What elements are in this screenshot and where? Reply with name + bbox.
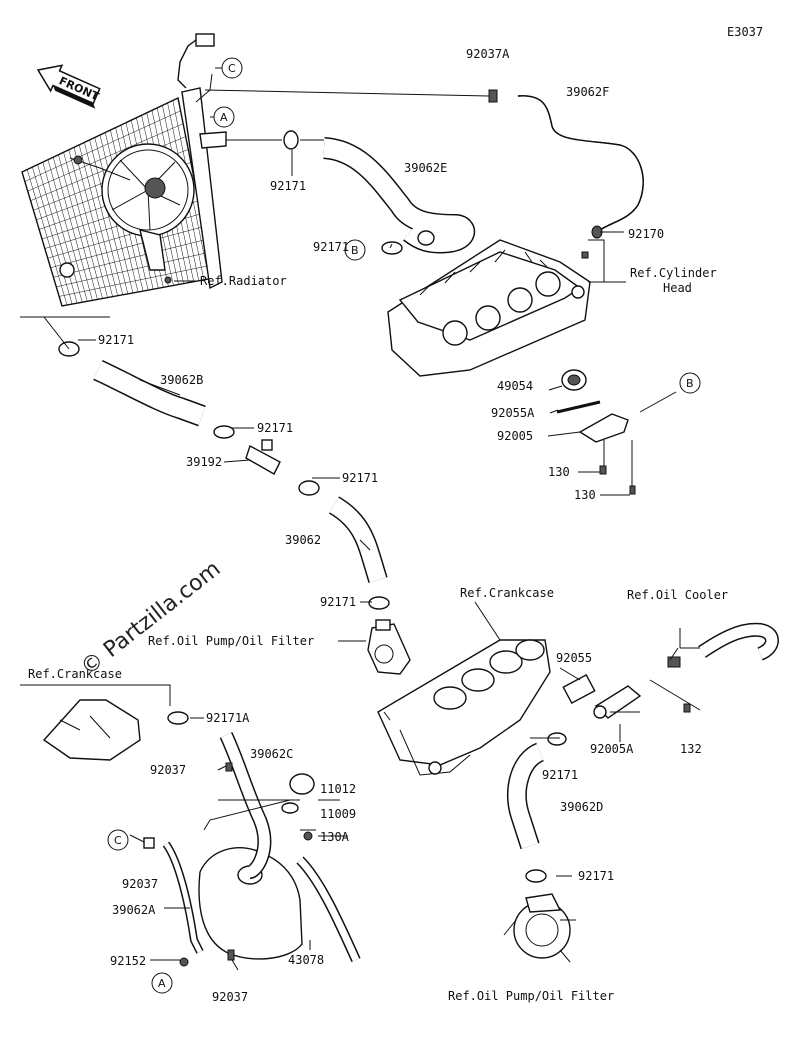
label-ref-radiator: Ref.Radiator <box>200 274 287 288</box>
label-92171-6: 92171 <box>320 595 356 609</box>
label-130-2: 130 <box>574 488 596 502</box>
leader-lines <box>20 67 701 971</box>
cylinder-head <box>387 239 591 377</box>
diagram-code: E3037 <box>727 25 763 39</box>
label-92171-7: 92171 <box>542 768 578 782</box>
label-92037-1: 92037 <box>150 763 186 777</box>
label-92171-5: 92171 <box>342 471 378 485</box>
label-92171-1: 92171 <box>270 179 306 193</box>
callout-b-left: B <box>351 244 359 257</box>
clamps-upper <box>381 225 603 255</box>
label-92171-4: 92171 <box>257 421 293 435</box>
hose-39062b <box>58 341 235 439</box>
label-39062c: 39062C <box>250 747 293 761</box>
label-ref-crankcase-2: Ref.Crankcase <box>28 667 122 681</box>
label-130a: 130A <box>320 830 350 844</box>
crankcase-left <box>42 699 189 761</box>
label-ref-cylinder-head-1: Ref.Cylinder <box>630 266 717 280</box>
hose-39062e <box>226 130 476 254</box>
thermostat <box>556 369 636 495</box>
label-92171-2: 92171 <box>313 240 349 254</box>
label-39062f: 39062F <box>566 85 609 99</box>
label-ref-oil-pump-2: Ref.Oil Pump/Oil Filter <box>448 989 614 1003</box>
label-ref-cylinder-head-2: Head <box>663 281 692 295</box>
reservoir-tank <box>143 731 361 967</box>
callout-markers: C A B B C A <box>107 57 701 994</box>
label-11009: 11009 <box>320 807 356 821</box>
callout-b-right: B <box>686 377 694 390</box>
label-39062e: 39062E <box>404 161 447 175</box>
callout-a-bottom: A <box>158 977 166 990</box>
label-39062b: 39062B <box>160 373 203 387</box>
callout-c-top: C <box>228 62 236 75</box>
hose-39062f <box>204 89 644 231</box>
front-arrow-icon: FRONT <box>36 64 101 109</box>
label-39062a: 39062A <box>112 903 156 917</box>
water-pump-lower <box>503 893 571 963</box>
water-pump-upper <box>367 619 411 675</box>
callout-a-top: A <box>220 111 228 124</box>
label-132: 132 <box>680 742 702 756</box>
label-92005a: 92005A <box>590 742 634 756</box>
label-43078: 43078 <box>288 953 324 967</box>
label-92170: 92170 <box>628 227 664 241</box>
joint-39192 <box>245 439 320 496</box>
part-labels: 92037A 39062F 92171 39062E 92171 92170 R… <box>28 47 728 1004</box>
label-49054: 49054 <box>497 379 533 393</box>
hose-39062 <box>328 496 390 610</box>
watermark: © Partzilla.com <box>76 557 225 681</box>
label-130-1: 130 <box>548 465 570 479</box>
label-92171-3: 92171 <box>98 333 134 347</box>
label-92152: 92152 <box>110 954 146 968</box>
label-ref-oil-cooler: Ref.Oil Cooler <box>627 588 728 602</box>
label-92037-2: 92037 <box>122 877 158 891</box>
label-92055: 92055 <box>556 651 592 665</box>
callout-c-bottom: C <box>114 834 122 847</box>
label-92005: 92005 <box>497 429 533 443</box>
radiator <box>21 33 227 307</box>
hose-39062d <box>506 732 567 883</box>
oil-cooler-connection <box>562 622 779 719</box>
label-39062: 39062 <box>285 533 321 547</box>
label-92171-8: 92171 <box>578 869 614 883</box>
label-ref-oil-pump-1: Ref.Oil Pump/Oil Filter <box>148 634 314 648</box>
label-92055a: 92055A <box>491 406 535 420</box>
label-39062d: 39062D <box>560 800 603 814</box>
label-ref-crankcase-1: Ref.Crankcase <box>460 586 554 600</box>
label-92171a: 92171A <box>206 711 250 725</box>
label-39192: 39192 <box>186 455 222 469</box>
label-11012: 11012 <box>320 782 356 796</box>
label-92037a: 92037A <box>466 47 510 61</box>
label-92037-3: 92037 <box>212 990 248 1004</box>
crankcase <box>377 639 551 776</box>
